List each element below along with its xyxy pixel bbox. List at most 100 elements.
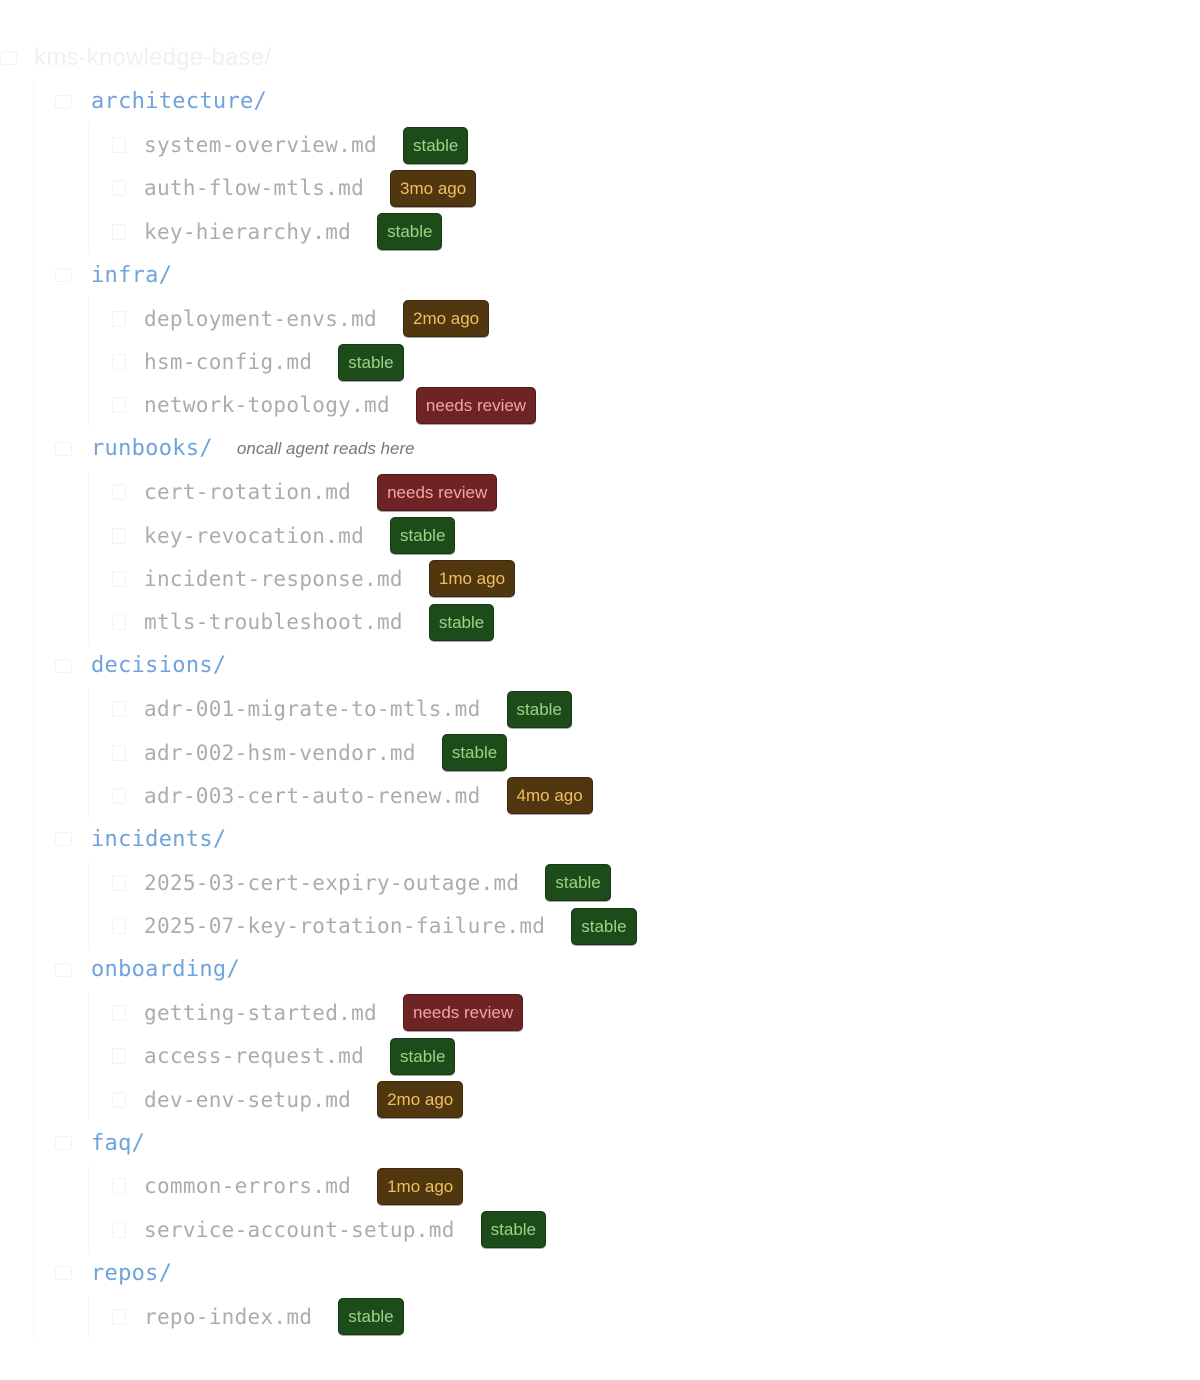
- file-row[interactable]: hsm-config.md stable: [89, 340, 1200, 383]
- file-name: access-request.md: [144, 1044, 365, 1069]
- file-name: dev-env-setup.md: [144, 1087, 352, 1112]
- file-row[interactable]: auth-flow-mtls.md 3mo ago: [89, 167, 1200, 210]
- status-badge: needs review: [415, 386, 537, 424]
- file-name: cert-rotation.md: [144, 480, 352, 505]
- file-icon: [112, 484, 126, 501]
- file-row[interactable]: cert-rotation.md needs review: [89, 471, 1200, 514]
- folder-name: decisions/: [91, 653, 227, 679]
- file-row[interactable]: system-overview.md stable: [89, 123, 1200, 166]
- status-badge: 1mo ago: [428, 560, 516, 598]
- file-row[interactable]: adr-003-cert-auto-renew.md 4mo ago: [89, 774, 1200, 817]
- file-name: service-account-setup.md: [144, 1217, 455, 1242]
- root-folder-row[interactable]: kms-knowledge-base/: [0, 36, 1200, 80]
- folder-icon: [55, 1136, 72, 1151]
- file-row[interactable]: dev-env-setup.md 2mo ago: [89, 1078, 1200, 1121]
- file-row[interactable]: service-account-setup.md stable: [89, 1208, 1200, 1251]
- file-icon: [112, 1091, 126, 1108]
- status-badge: 3mo ago: [390, 169, 477, 207]
- file-name: 2025-07-key-rotation-failure.md: [144, 914, 546, 939]
- file-name: hsm-config.md: [144, 350, 313, 375]
- file-name: adr-002-hsm-vendor.md: [144, 740, 416, 765]
- folder-icon: [55, 962, 72, 977]
- folder-name: runbooks/: [91, 436, 213, 462]
- file-icon: [112, 614, 126, 631]
- folder-row[interactable]: repos/: [34, 1252, 1200, 1295]
- root-folder-name: kms-knowledge-base/: [34, 44, 272, 71]
- folder-row[interactable]: runbooks/oncall agent reads here: [34, 427, 1200, 470]
- file-icon: [112, 1221, 126, 1238]
- folder-icon: [55, 268, 72, 283]
- file-tree: kms-knowledge-base/ architecture/system-…: [0, 36, 1200, 1339]
- file-row[interactable]: deployment-envs.md 2mo ago: [89, 297, 1200, 340]
- status-badge: stable: [338, 343, 404, 381]
- file-name: network-topology.md: [144, 393, 390, 418]
- folder-row[interactable]: decisions/: [34, 644, 1200, 687]
- status-badge: 4mo ago: [506, 777, 593, 815]
- folder-icon: [55, 832, 72, 847]
- status-badge: stable: [545, 864, 611, 902]
- status-badge: 2mo ago: [377, 1081, 464, 1119]
- file-icon: [112, 570, 126, 587]
- file-icon: [112, 527, 126, 544]
- folder-name: architecture/: [91, 89, 268, 115]
- file-name: system-overview.md: [144, 133, 377, 158]
- file-name: adr-001-migrate-to-mtls.md: [144, 697, 481, 722]
- file-row[interactable]: network-topology.md needs review: [89, 384, 1200, 427]
- folder-icon: [55, 441, 72, 456]
- status-badge: 1mo ago: [377, 1167, 464, 1205]
- file-row[interactable]: key-hierarchy.md stable: [89, 210, 1200, 253]
- folder-name: faq/: [91, 1130, 146, 1156]
- folder-name: incidents/: [91, 826, 227, 852]
- file-icon: [112, 918, 126, 935]
- status-badge: stable: [377, 213, 443, 251]
- status-badge: 2mo ago: [402, 300, 490, 338]
- file-row[interactable]: 2025-07-key-rotation-failure.md stable: [89, 904, 1200, 947]
- status-badge: stable: [506, 690, 572, 728]
- file-icon: [112, 310, 126, 327]
- folder-icon: [55, 1266, 72, 1281]
- status-badge: needs review: [377, 473, 498, 511]
- status-badge: stable: [402, 126, 469, 164]
- file-name: key-hierarchy.md: [144, 219, 352, 244]
- file-name: auth-flow-mtls.md: [144, 176, 365, 201]
- status-badge: stable: [338, 1298, 404, 1336]
- file-icon: [112, 137, 126, 154]
- file-row[interactable]: common-errors.md 1mo ago: [89, 1165, 1200, 1208]
- status-badge: stable: [441, 734, 508, 772]
- folder-row[interactable]: infra/: [34, 254, 1200, 297]
- folder-icon: [55, 658, 72, 673]
- file-name: common-errors.md: [144, 1174, 352, 1199]
- file-name: getting-started.md: [144, 1000, 377, 1025]
- file-icon: [112, 874, 126, 891]
- folder-row[interactable]: onboarding/: [34, 948, 1200, 991]
- folder-row[interactable]: incidents/: [34, 818, 1200, 861]
- file-name: key-revocation.md: [144, 523, 365, 548]
- folder-row[interactable]: faq/: [34, 1121, 1200, 1164]
- file-row[interactable]: adr-001-migrate-to-mtls.md stable: [89, 687, 1200, 730]
- file-name: deployment-envs.md: [144, 306, 377, 331]
- file-name: mtls-troubleshoot.md: [144, 610, 403, 635]
- folder-note: oncall agent reads here: [236, 438, 415, 458]
- folder-row[interactable]: architecture/: [34, 80, 1200, 123]
- file-icon: [112, 180, 126, 197]
- file-name: adr-003-cert-auto-renew.md: [144, 783, 481, 808]
- status-badge: stable: [480, 1211, 547, 1249]
- status-badge: stable: [571, 907, 637, 945]
- file-row[interactable]: adr-002-hsm-vendor.md stable: [89, 731, 1200, 774]
- file-icon: [112, 1178, 126, 1195]
